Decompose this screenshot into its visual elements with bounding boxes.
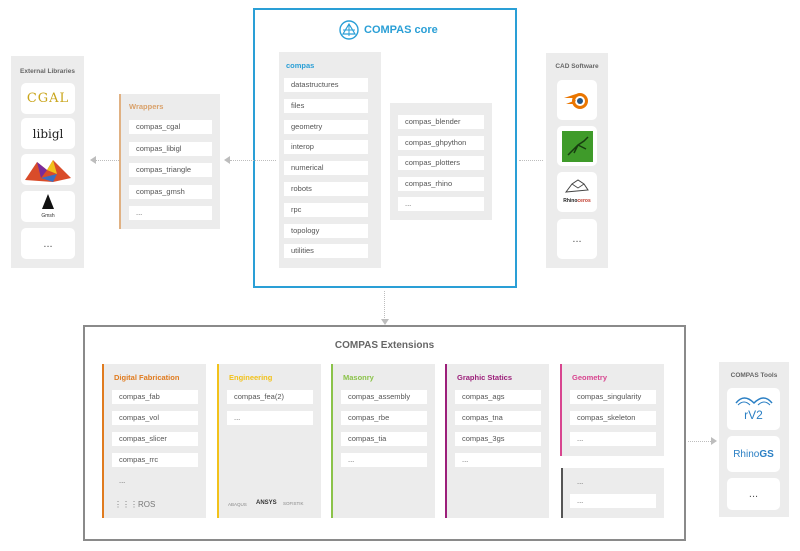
ansys-logo: ANSYS: [256, 500, 277, 506]
rhino-logo[interactable]: Rhinoceros: [557, 172, 597, 212]
extra-extension-item[interactable]: ...: [577, 477, 584, 486]
arrow-core-to-wrappers: [230, 160, 276, 161]
compas-package-label: compas: [286, 61, 315, 70]
extension-item[interactable]: compas_ags: [455, 390, 541, 404]
ros-dots-icon: ⋮⋮⋮: [114, 500, 138, 509]
extension-column-engineering: [217, 364, 321, 518]
cgal-text: CGAL: [26, 91, 70, 106]
rhino-text-b: ceros: [577, 198, 591, 204]
extension-item[interactable]: compas_tna: [455, 411, 541, 425]
compas-plugin-item[interactable]: compas_plotters: [398, 156, 484, 170]
rhino-wordmark: Rhinoceros: [557, 198, 597, 204]
extension-item[interactable]: compas_rrc: [112, 453, 198, 467]
blender-logo[interactable]: [557, 80, 597, 120]
compas-plugin-item[interactable]: compas_rhino: [398, 176, 484, 191]
compas-module-item[interactable]: interop: [284, 140, 368, 155]
extension-column-title: Engineering: [229, 373, 273, 382]
arrow-core-to-cad: [519, 160, 543, 161]
extension-item[interactable]: ...: [119, 476, 126, 485]
wrapper-item[interactable]: compas_triangle: [129, 163, 212, 177]
rv2-text: rV2: [744, 408, 763, 422]
extension-item[interactable]: compas_assembly: [341, 390, 427, 404]
compas-module-item[interactable]: numerical: [284, 161, 368, 176]
extension-item[interactable]: compas_fab: [112, 390, 198, 404]
gmsh-logo[interactable]: Gmsh: [21, 191, 75, 222]
extension-item[interactable]: compas_rbe: [341, 411, 427, 425]
extension-item[interactable]: compas_skeleton: [570, 411, 656, 425]
gmsh-text: Gmsh: [41, 213, 55, 219]
rv2-icon: [734, 397, 773, 406]
rhinogs-text-a: Rhino: [733, 448, 760, 460]
extension-item[interactable]: compas_slicer: [112, 432, 198, 446]
extension-item[interactable]: ...: [341, 453, 427, 467]
compas-module-item[interactable]: datastructures: [284, 78, 368, 92]
compas-module-item[interactable]: files: [284, 98, 368, 113]
triangle-mesh-logo[interactable]: [21, 154, 75, 185]
compas-plugin-item[interactable]: compas_blender: [398, 115, 484, 129]
rhino-text-a: Rhino: [563, 198, 578, 204]
cad-software-title: CAD Software: [555, 63, 599, 70]
compas-core-title: COMPAS core: [364, 24, 438, 36]
extension-column-title: Geometry: [572, 373, 608, 382]
rhino-icon: [564, 179, 589, 193]
compas-plugin-item[interactable]: ...: [398, 197, 484, 211]
wrapper-item[interactable]: compas_cgal: [129, 120, 212, 134]
wrapper-item[interactable]: compas_gmsh: [129, 184, 212, 199]
cad-more-tile[interactable]: ...: [557, 219, 597, 259]
arrowhead-wrappers: [224, 156, 230, 164]
extension-item[interactable]: compas_vol: [112, 411, 198, 425]
external-more-text: ...: [43, 237, 53, 250]
extension-item[interactable]: compas_3gs: [455, 432, 541, 446]
rhinogs-text-b: GS: [759, 448, 774, 460]
compas-tools-title: COMPAS Tools: [730, 372, 778, 379]
cgal-logo[interactable]: CGAL: [21, 83, 75, 114]
extension-column-title: Digital Fabrication: [114, 373, 180, 382]
extension-item[interactable]: compas_fea(2): [227, 390, 313, 404]
cad-more-text: ...: [572, 233, 582, 245]
wrappers-title: Wrappers: [129, 102, 164, 111]
grasshopper-icon: [561, 130, 593, 162]
sofistik-logo: SOFISTIK: [283, 501, 304, 506]
compas-module-item[interactable]: utilities: [284, 244, 368, 259]
extension-item[interactable]: ...: [455, 453, 541, 467]
extension-column-title: Masonry: [343, 373, 374, 382]
arrowhead-tools: [711, 437, 717, 445]
external-libraries-title: External Libraries: [20, 68, 75, 75]
wrapper-item[interactable]: ...: [129, 206, 212, 220]
arrow-core-to-extensions: [384, 291, 385, 320]
arrow-wrappers-to-external: [96, 160, 119, 161]
extra-extension-item[interactable]: ...: [570, 494, 656, 508]
extension-item[interactable]: ...: [227, 411, 313, 425]
extension-item[interactable]: ...: [570, 432, 656, 446]
extension-item[interactable]: compas_tia: [341, 432, 427, 446]
arrow-extensions-to-tools: [688, 441, 711, 442]
external-more-tile[interactable]: ...: [21, 228, 75, 259]
triangle-mesh-icon: [25, 159, 71, 182]
rv2-logo[interactable]: rV2: [727, 388, 780, 430]
compas-module-item[interactable]: geometry: [284, 119, 368, 134]
libigl-text: libigl: [32, 126, 64, 141]
compas-core-logo-icon: [339, 20, 359, 40]
libigl-logo[interactable]: libigl: [21, 118, 75, 149]
arrowhead-external: [90, 156, 96, 164]
arrowhead-extensions: [381, 319, 389, 325]
gmsh-icon: [42, 194, 54, 209]
extension-column-title: Graphic Statics: [457, 373, 513, 382]
compas-module-item[interactable]: rpc: [284, 202, 368, 217]
compas-plugin-item[interactable]: compas_ghpython: [398, 135, 484, 150]
extension-item[interactable]: compas_singularity: [570, 390, 656, 404]
blender-icon: [564, 93, 588, 109]
tools-more-tile[interactable]: ...: [727, 478, 780, 510]
abaqus-logo: ABAQUS: [228, 502, 247, 507]
ros-logo: ⋮⋮⋮ROS: [114, 500, 155, 509]
wrapper-item[interactable]: compas_libigl: [129, 141, 212, 156]
tools-more-text: ...: [748, 488, 759, 500]
extra-extension-panel: [561, 468, 664, 518]
ros-text: ROS: [138, 500, 156, 509]
compas-module-item[interactable]: robots: [284, 182, 368, 196]
extensions-title: COMPAS Extensions: [334, 340, 435, 351]
grasshopper-logo[interactable]: [557, 126, 597, 166]
compas-module-item[interactable]: topology: [284, 223, 368, 238]
